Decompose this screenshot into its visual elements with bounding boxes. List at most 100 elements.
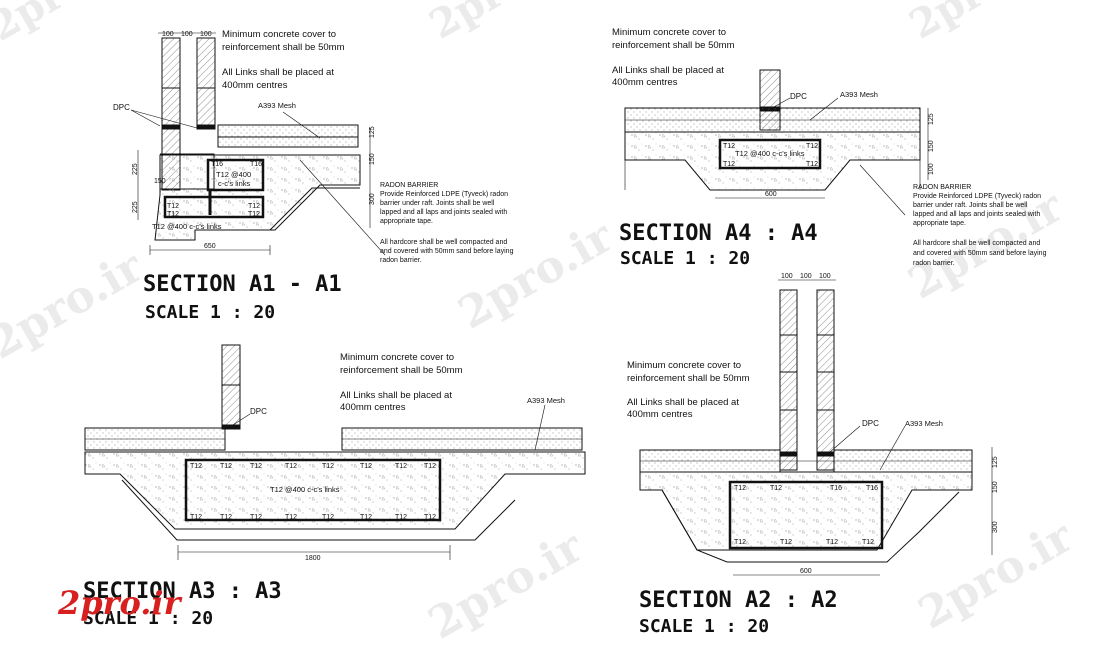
bar-label: T12 bbox=[826, 539, 838, 546]
dpc-label: DPC bbox=[250, 407, 267, 416]
bar-label: T12 bbox=[395, 514, 407, 521]
radon-note: appropriate tape. bbox=[913, 220, 966, 227]
mesh-label: A393 Mesh bbox=[527, 396, 565, 405]
links-label: T12 @400 c-c's links bbox=[270, 485, 340, 494]
bar-label: T12 bbox=[424, 463, 436, 470]
dpc-label: DPC bbox=[790, 92, 807, 101]
note-links: 400mm centres bbox=[340, 402, 406, 413]
bar-label: T12 bbox=[167, 203, 179, 210]
bar-label: T12 bbox=[250, 514, 262, 521]
hardcore-note: All hardcore shall be well compacted and bbox=[380, 239, 507, 246]
radon-note: Provide Reinforced LDPE (Tyveck) radon bbox=[380, 191, 508, 198]
dimension-label: 100 bbox=[781, 273, 793, 280]
section-a4 bbox=[624, 69, 929, 216]
hardcore-note: and covered with 50mm sand before laying bbox=[380, 248, 514, 255]
bar-label: T12 bbox=[424, 514, 436, 521]
radon-note: lapped and all laps and joints sealed wi… bbox=[380, 209, 507, 216]
bar-label: T12 bbox=[190, 514, 202, 521]
brick-wall bbox=[779, 289, 798, 471]
watermark-text: 2pro.ir bbox=[0, 241, 152, 370]
mesh-label: A393 Mesh bbox=[258, 101, 296, 110]
dimension-label: 225 bbox=[132, 163, 139, 175]
dimension-label: 300 bbox=[369, 193, 376, 205]
floor-screed bbox=[217, 124, 359, 138]
section-a2-labels: Minimum concrete cover to reinforcement … bbox=[627, 273, 999, 637]
note-cover: reinforcement shall be 50mm bbox=[222, 42, 345, 53]
bar-label: T12 bbox=[723, 161, 735, 168]
section-a2 bbox=[639, 279, 993, 576]
bar-label: T12 bbox=[167, 211, 179, 218]
radon-note: RADON BARRIER bbox=[380, 182, 438, 189]
section-scale: SCALE 1 : 20 bbox=[145, 302, 275, 323]
bar-label: T12 bbox=[360, 514, 372, 521]
dimension-label: 125 bbox=[992, 456, 999, 468]
section-a1-labels: Minimum concrete cover to reinforcement … bbox=[113, 29, 514, 323]
radon-note: barrier under raft. Joints shall be well bbox=[913, 202, 1028, 209]
dimension-label: 100 bbox=[819, 273, 831, 280]
section-a1 bbox=[130, 32, 386, 256]
dimension-label: 125 bbox=[369, 126, 376, 138]
hardcore-note: All hardcore shall be well compacted and bbox=[913, 240, 1040, 247]
radon-note: barrier under raft. Joints shall be well bbox=[380, 200, 495, 207]
bar-label: T12 bbox=[360, 463, 372, 470]
bar-label: T12 bbox=[285, 514, 297, 521]
brick-wall bbox=[196, 37, 216, 129]
dpc-layer bbox=[161, 124, 181, 130]
section-title: SECTION A3 : A3 bbox=[83, 579, 282, 604]
dimension-label: 600 bbox=[800, 568, 812, 575]
rebar-cage bbox=[206, 158, 265, 192]
bar-label: T12 bbox=[285, 463, 297, 470]
bar-label: T12 bbox=[322, 514, 334, 521]
rebar-cage bbox=[718, 138, 822, 170]
rebar-cage bbox=[728, 480, 884, 550]
dimension-label: 100 bbox=[928, 163, 935, 175]
dimension-label: 1800 bbox=[305, 555, 321, 562]
radon-note: appropriate tape. bbox=[380, 218, 433, 225]
dimension-label: 150 bbox=[928, 140, 935, 152]
bar-label: T12 bbox=[806, 143, 818, 150]
dpc-label: DPC bbox=[862, 419, 879, 428]
dimension-label: 150 bbox=[369, 153, 376, 165]
watermark-text: 2pro.ir bbox=[902, 0, 1059, 49]
ground-beam bbox=[624, 131, 921, 191]
bar-label: T12 bbox=[250, 463, 262, 470]
bar-label: T12 bbox=[734, 539, 746, 546]
links-label: T12 @400 bbox=[216, 170, 251, 179]
bar-label: T12 bbox=[723, 143, 735, 150]
note-cover: reinforcement shall be 50mm bbox=[612, 40, 735, 51]
bar-label: T12 bbox=[734, 485, 746, 492]
bar-label: T12 bbox=[220, 463, 232, 470]
mesh-label: A393 Mesh bbox=[840, 90, 878, 99]
links-label: T12 @400 c-c's links bbox=[735, 149, 805, 158]
ground-beam bbox=[84, 451, 586, 530]
note-cover: Minimum concrete cover to bbox=[627, 360, 741, 371]
dpc-layer bbox=[779, 451, 798, 457]
dimension-label: 100 bbox=[181, 31, 193, 38]
bar-label: T16 bbox=[211, 161, 223, 168]
note-cover: reinforcement shall be 50mm bbox=[627, 373, 750, 384]
hardcore-note: and covered with 50mm sand before laying bbox=[913, 250, 1047, 257]
bar-label: T12 bbox=[780, 539, 792, 546]
section-a3-labels: Minimum concrete cover to reinforcement … bbox=[83, 352, 565, 629]
radon-note: Provide Reinforced LDPE (Tyveck) radon bbox=[913, 193, 1041, 200]
brick-wall bbox=[816, 289, 835, 471]
bar-label: T12 bbox=[248, 211, 260, 218]
rebar-cage bbox=[184, 458, 442, 522]
bar-label: T12 bbox=[322, 463, 334, 470]
mesh-label: A393 Mesh bbox=[905, 419, 943, 428]
bar-label: T12 bbox=[395, 463, 407, 470]
note-links: 400mm centres bbox=[222, 80, 288, 91]
bar-label: T12 bbox=[190, 463, 202, 470]
dpc-layer bbox=[816, 451, 835, 457]
dpc-layer bbox=[196, 124, 216, 130]
note-links: All Links shall be placed at bbox=[627, 397, 739, 408]
note-links: 400mm centres bbox=[627, 409, 693, 420]
dimension-label: 100 bbox=[162, 31, 174, 38]
note-cover: Minimum concrete cover to bbox=[222, 29, 336, 40]
note-cover: reinforcement shall be 50mm bbox=[340, 365, 463, 376]
dimension-label: 650 bbox=[204, 243, 216, 250]
hardcore-note: radon barrier. bbox=[913, 260, 955, 267]
note-cover: Minimum concrete cover to bbox=[340, 352, 454, 363]
